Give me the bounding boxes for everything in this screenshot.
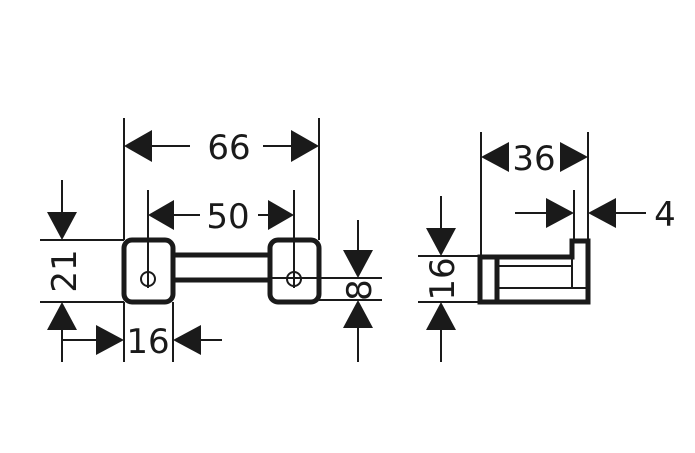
dimension-4: 4 (515, 190, 676, 241)
dimension-50: 50 (147, 190, 295, 272)
side-view (477, 238, 591, 305)
arrow-head (426, 302, 456, 330)
arrow-head (47, 212, 77, 240)
dimension-label-50: 50 (206, 197, 249, 237)
arrow-head (96, 325, 124, 355)
arrow-head (124, 130, 152, 162)
dimension-label-16-front: 16 (126, 322, 169, 362)
dimension-36: 36 (480, 132, 589, 257)
arrow-head (291, 130, 319, 162)
dimension-label-21: 21 (45, 249, 85, 292)
arrow-head (268, 200, 294, 230)
arrow-head (588, 198, 616, 228)
arrow-head (343, 250, 373, 278)
arrow-head (148, 200, 174, 230)
arrow-head (481, 142, 509, 172)
arrow-head (173, 325, 201, 355)
left-screw-hole (140, 270, 156, 288)
dimension-8: 8 (270, 220, 382, 362)
dimension-16-side: 16 (418, 196, 480, 362)
arrow-head (560, 142, 588, 172)
arrow-head (426, 228, 456, 256)
dimension-16-front: 16 (62, 302, 222, 362)
dimension-label-16-side: 16 (423, 257, 463, 300)
arrow-head (47, 302, 77, 330)
dimension-label-66: 66 (207, 128, 250, 168)
dimension-label-8: 8 (340, 279, 380, 301)
front-view (121, 237, 322, 305)
dimension-21: 21 (40, 180, 124, 362)
arrow-head (546, 198, 574, 228)
dimension-label-36: 36 (512, 139, 555, 179)
arrow-head (343, 300, 373, 328)
dimension-66: 66 (123, 118, 320, 240)
side-base-plate (477, 254, 500, 305)
dimension-label-4: 4 (654, 195, 676, 235)
side-hook-arm (497, 238, 591, 305)
